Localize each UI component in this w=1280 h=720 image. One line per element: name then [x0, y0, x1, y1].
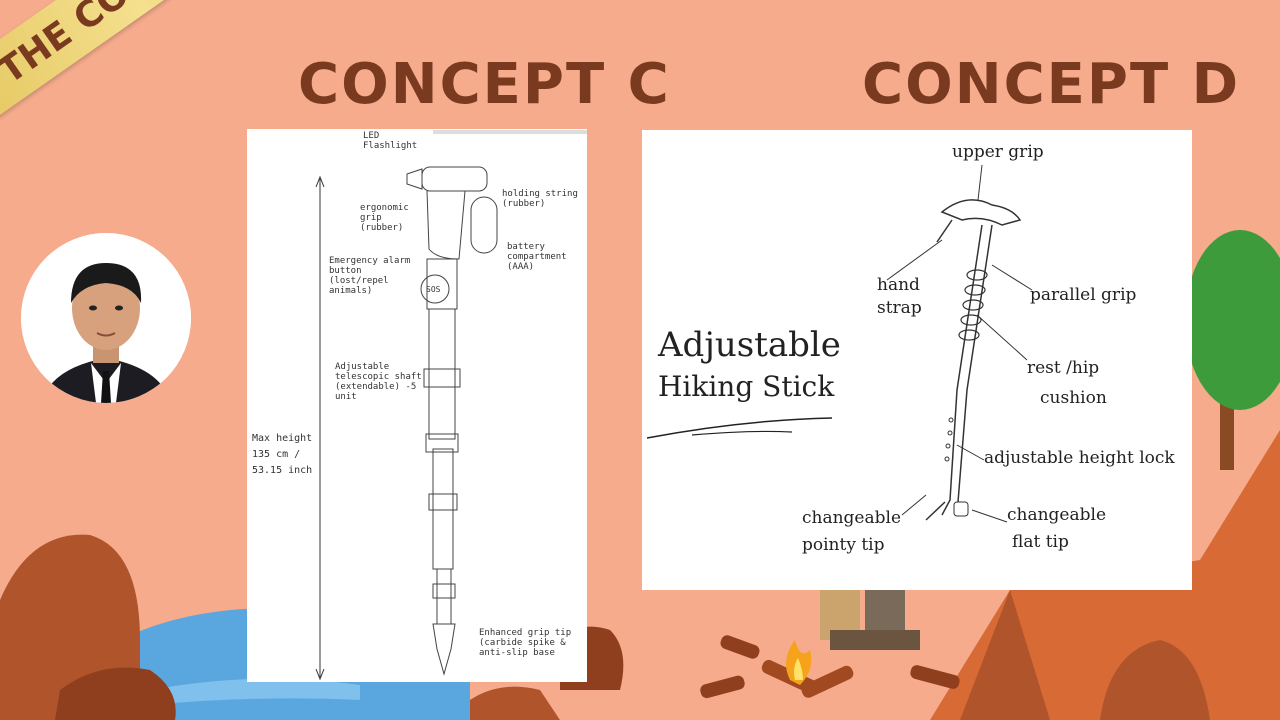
holding-string-label: holding string (rubber)	[502, 189, 578, 209]
concept-c-drawing	[315, 130, 587, 681]
hand-strap-label-1: hand	[877, 275, 920, 295]
upper-grip-label: upper grip	[952, 142, 1044, 162]
rest-hip-label-1: rest /hip	[1027, 358, 1100, 378]
telescopic-shaft-label: Adjustable telescopic shaft (extendable)…	[335, 362, 422, 402]
concept-c-title: CONCEPT C	[298, 52, 671, 117]
hiking-stick-heading: Hiking Stick	[658, 370, 835, 403]
concept-d-drawing	[646, 164, 1033, 523]
concept-d-sketch: Adjustable Hiking Stick upper grip hand …	[642, 130, 1192, 590]
avatar	[21, 233, 191, 403]
height-lock-label: adjustable height lock	[984, 448, 1175, 468]
ergonomic-grip-label: ergonomic grip (rubber)	[360, 203, 409, 233]
concept-d-title: CONCEPT D	[862, 52, 1241, 117]
parallel-grip-label: parallel grip	[1030, 285, 1137, 305]
emergency-alarm-label: Emergency alarm button (lost/repel anima…	[329, 256, 411, 296]
hand-strap-label-2: strap	[877, 298, 922, 318]
flat-tip-label-1: changeable	[1007, 505, 1107, 525]
pointy-tip-label-1: changeable	[802, 508, 902, 528]
flat-tip-label-2: flat tip	[1012, 532, 1069, 552]
battery-compartment-label: battery compartment (AAA)	[507, 242, 567, 272]
person-portrait-icon	[21, 233, 191, 403]
concept-c-sketch: LED Flashlight ergonomic grip (rubber) h…	[247, 129, 587, 682]
sos-label: SOS	[426, 285, 441, 294]
max-height-label: Max height 135 cm / 53.15 inch	[252, 433, 313, 476]
led-flashlight-label: LED Flashlight	[363, 131, 418, 151]
rest-hip-label-2: cushion	[1040, 388, 1107, 408]
pointy-tip-label-2: pointy tip	[802, 535, 885, 555]
adjustable-heading: Adjustable	[658, 325, 841, 365]
grip-tip-label: Enhanced grip tip (carbide spike & anti-…	[479, 628, 572, 658]
